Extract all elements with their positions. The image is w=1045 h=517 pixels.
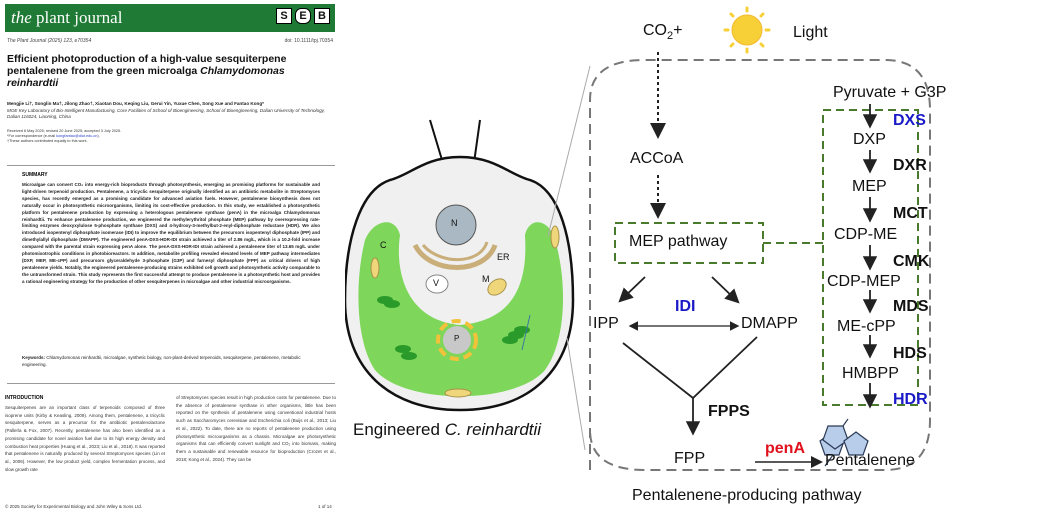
- mitochondrion-label: M: [482, 274, 490, 284]
- co2-label: CO2+: [643, 22, 682, 42]
- correspondence: *For correspondence (e-mail kongfantao@d…: [7, 134, 121, 139]
- mitochondrion-bottom: [444, 388, 472, 398]
- zoom-connector-bottom: [566, 337, 586, 451]
- title-species: Chlamydomonas reinhardtii: [7, 65, 285, 89]
- endoplasmic-reticulum: [412, 243, 498, 270]
- pentalenene-label: Pentalenene: [825, 452, 915, 469]
- summary-heading: SUMMARY: [22, 172, 48, 178]
- plus-sign: +: [673, 22, 683, 39]
- correspondence-email-link[interactable]: kongfantao@dlut.edu.cn: [56, 134, 98, 138]
- light-label: Light: [793, 24, 828, 41]
- correspondence-prefix: *For correspondence (e-mail: [7, 134, 57, 138]
- keywords: Keywords: Chlamydomonas reinhardtii, mic…: [22, 355, 320, 369]
- chloroplast-boundary: [589, 59, 931, 471]
- received-dates: Received 6 May 2025; revised 20 June 202…: [7, 129, 122, 133]
- vacuole-label: V: [433, 278, 440, 288]
- pathway-caption: Pentalenene-producing pathway: [632, 487, 862, 504]
- pyrenoid: [443, 326, 471, 354]
- keywords-label: Keywords:: [22, 355, 46, 360]
- divider: [7, 383, 335, 384]
- journal-banner: the plant journal S E B: [5, 4, 335, 32]
- hds-enzyme: HDS: [893, 345, 927, 362]
- mep-pathway-box: [614, 222, 764, 264]
- endoplasmic-reticulum-fold: [421, 241, 489, 262]
- cell-caption: Engineered C. reinhardtii: [353, 420, 541, 440]
- mitochondrion-edge: [370, 257, 380, 279]
- nucleus-label: N: [451, 218, 458, 228]
- arrow-mep-dmapp: [711, 276, 740, 304]
- cmk-enzyme: CMK: [893, 253, 930, 270]
- hdr-enzyme: HDR: [893, 391, 928, 408]
- mitochondrion: [487, 278, 507, 296]
- doi: doi: 10.1111/tpj.70354: [284, 38, 333, 44]
- accoa-label: ACCoA: [630, 150, 684, 167]
- zoom-connector-top: [547, 65, 591, 237]
- co2-subscript: 2: [667, 30, 674, 43]
- arrow-mep-ipp: [618, 276, 646, 303]
- seb-badge: S E B: [276, 8, 330, 24]
- vacuole: [425, 274, 449, 294]
- seb-letter-e: E: [295, 8, 311, 24]
- copyright: © 2025 Society for Experimental Biology …: [5, 504, 143, 509]
- divider: [7, 165, 335, 166]
- journal-logo-text: plant journal: [36, 8, 123, 27]
- keywords-text: Chlamydomonas reinhardtii, microalgae, s…: [22, 355, 301, 367]
- eyespot-line: [521, 314, 531, 351]
- summary-text: Microalgae can convert CO₂ into energy-r…: [22, 182, 320, 284]
- cell-caption-text: Engineered: [353, 420, 445, 439]
- cdp-mep-label: CDP-MEP: [827, 273, 901, 290]
- thylakoid-stacks: [377, 296, 530, 360]
- pena-enzyme: penA: [765, 440, 805, 457]
- microalga-cell: [345, 119, 575, 412]
- introduction-heading: INTRODUCTION: [5, 395, 44, 401]
- idi-enzyme: IDI: [675, 298, 696, 315]
- page-number: 1 of 14: [318, 504, 332, 509]
- article-title: Efficient photoproduction of a high-valu…: [7, 53, 327, 89]
- citation: The Plant Journal (2025) 123, e70354: [7, 38, 92, 44]
- er-label: ER: [497, 252, 510, 262]
- cdp-me-label: CDP-ME: [834, 226, 898, 243]
- paper-first-page: the plant journal S E B The Plant Journa…: [0, 0, 345, 517]
- pyrenoid-label: P: [454, 334, 460, 343]
- me-cpp-label: ME-cPP: [837, 318, 896, 335]
- seb-letter-s: S: [276, 8, 292, 24]
- fpp-label: FPP: [674, 450, 706, 467]
- dmapp-label: DMAPP: [741, 315, 798, 332]
- mds-enzyme: MDS: [893, 298, 929, 315]
- title-text: Efficient photoproduction of a high-valu…: [7, 53, 287, 77]
- dxs-enzyme: DXS: [893, 112, 926, 129]
- co2-text: CO: [643, 22, 667, 39]
- affiliation: MOE Key Laboratory of Bio-Intelligent Ma…: [7, 108, 325, 119]
- mct-enzyme: MCT: [893, 205, 928, 222]
- ipp-label: IPP: [593, 315, 619, 332]
- journal-logo-italic: the: [11, 8, 32, 27]
- figure-graphics: [345, 6, 931, 471]
- journal-logo: the plant journal: [11, 8, 122, 28]
- dxr-enzyme: DXR: [893, 157, 927, 174]
- converge-lines: [622, 336, 758, 400]
- starch-sheath: [436, 319, 478, 361]
- mep-label: MEP: [852, 178, 887, 195]
- sun-icon: [723, 6, 771, 54]
- fpps-enzyme: FPPS: [708, 403, 750, 420]
- equal-contribution-note: †These authors contributed equally to th…: [7, 139, 88, 143]
- intro-column-1: Sesquiterpenes are an important class of…: [5, 405, 165, 472]
- seb-letter-b: B: [314, 8, 330, 24]
- dxp-label: DXP: [853, 131, 886, 148]
- correspondence-suffix: ).: [97, 134, 100, 138]
- pyruvate-g3p-label: Pyruvate + G3P: [833, 84, 947, 101]
- nucleus: [435, 204, 477, 246]
- mep-pathway-label: MEP pathway: [629, 233, 728, 250]
- authors: Mengjie Li†, Songlin Ma†, Jilong Zhao†, …: [7, 101, 264, 106]
- intro-column-2: of Streptomyces species result in high p…: [176, 395, 336, 462]
- article-history: Received 6 May 2025; revised 20 June 202…: [7, 129, 121, 144]
- mitochondrion-edge: [550, 225, 560, 249]
- pentalenene-structure-icon: [819, 418, 869, 467]
- cell-caption-species: C. reinhardtii: [444, 420, 542, 439]
- pathway-figure: CO2+ Light ACCoA MEP pathway IPP DMAPP I…: [345, 0, 1045, 517]
- chloroplast-label: C: [380, 240, 387, 250]
- hmbpp-label: HMBPP: [842, 365, 899, 382]
